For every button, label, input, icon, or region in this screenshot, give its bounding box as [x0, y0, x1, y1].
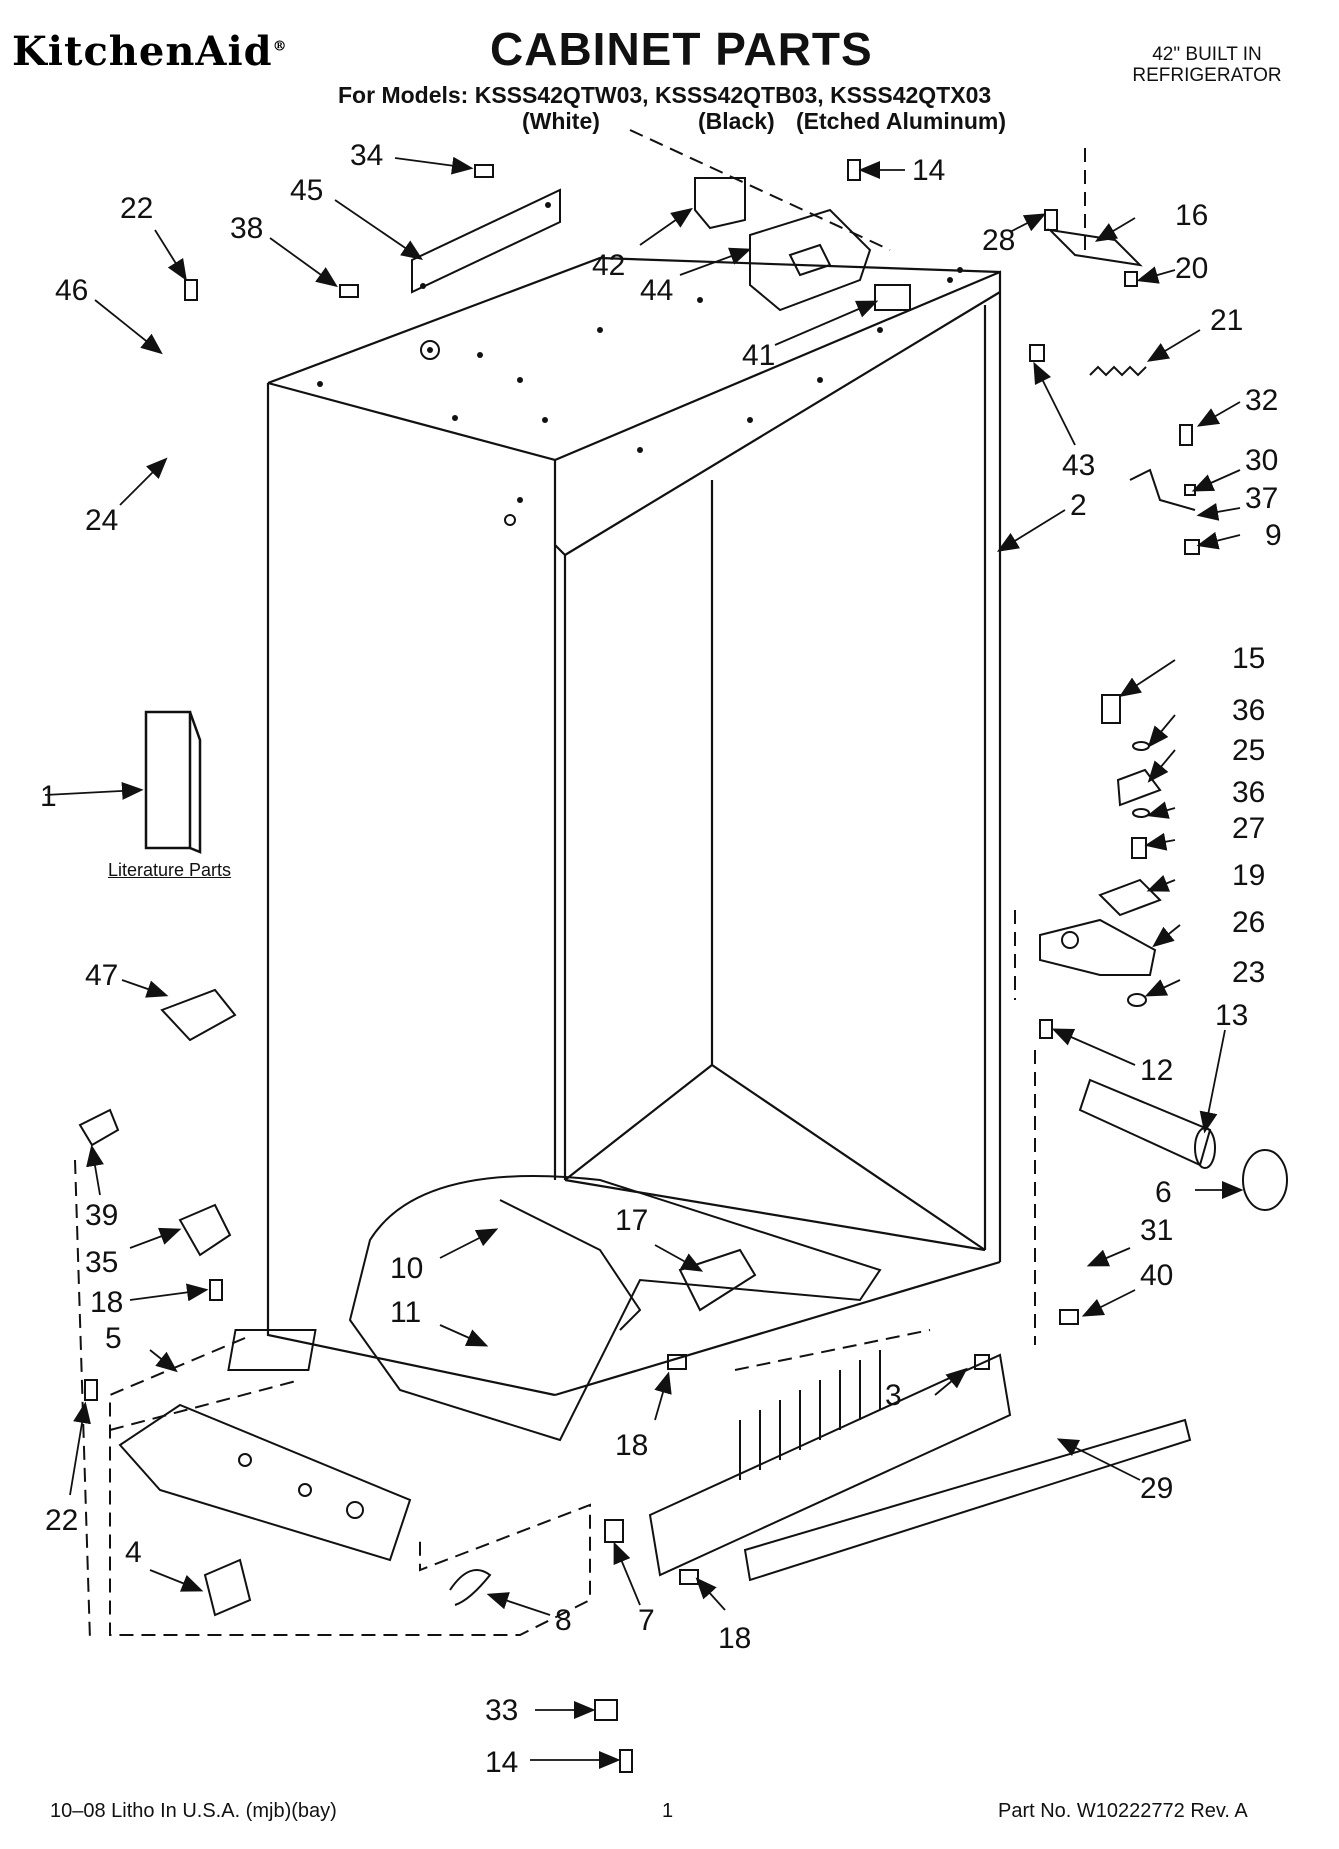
variant-white: (White)	[522, 108, 600, 134]
callout-37: 37	[1245, 482, 1278, 515]
callout-19: 19	[1232, 859, 1265, 892]
callout-30: 30	[1245, 444, 1278, 477]
callout-35: 35	[85, 1246, 118, 1279]
callout-18c: 18	[718, 1622, 751, 1655]
footer-print-info: 10–08 Litho In U.S.A. (mjb)(bay)	[50, 1800, 337, 1822]
callout-13: 13	[1215, 999, 1248, 1032]
hinge-pin-stack	[1098, 694, 1162, 1007]
rail-bracket	[178, 1203, 232, 1257]
literature-pack	[144, 710, 202, 854]
callout-4: 4	[125, 1536, 142, 1569]
models-line: For Models: KSSS42QTW03, KSSS42QTB03, KS…	[338, 82, 992, 108]
callout-2: 2	[1070, 489, 1087, 522]
callout-3: 3	[885, 1379, 902, 1412]
model-type-line2: REFRIGERATOR	[1132, 65, 1282, 86]
callout-40: 40	[1140, 1259, 1173, 1292]
callout-20: 20	[1175, 252, 1208, 285]
control-housing	[694, 177, 746, 230]
brand-logo: KitchenAid®	[12, 28, 288, 75]
water-filter	[1078, 1078, 1288, 1211]
callout-labels: 34 14 45 42 28 16 22 38 44 20 46 41 21 4…	[40, 139, 1282, 1779]
shim-bracket	[1129, 468, 1196, 511]
callout-9: 9	[1265, 519, 1282, 552]
literature-parts-label: Literature Parts	[108, 860, 232, 880]
callout-31: 31	[1140, 1214, 1173, 1247]
callout-23: 23	[1232, 956, 1265, 989]
bottom-hinge	[1039, 918, 1157, 976]
callout-15: 15	[1232, 642, 1265, 675]
leveling-rail	[118, 1403, 412, 1562]
callout-29: 29	[1140, 1472, 1173, 1505]
callout-12: 12	[1140, 1054, 1173, 1087]
callout-47: 47	[85, 959, 118, 992]
callout-36: 36	[1232, 694, 1265, 727]
callout-17: 17	[615, 1204, 648, 1237]
callout-44: 44	[640, 274, 673, 307]
footer-part-number: Part No. W10222772 Rev. A	[998, 1800, 1248, 1822]
callout-39: 39	[85, 1199, 118, 1232]
callout-45: 45	[290, 174, 323, 207]
variant-etched-aluminum: (Etched Aluminum)	[796, 108, 1006, 134]
callout-16: 16	[1175, 199, 1208, 232]
callout-11: 11	[390, 1296, 421, 1329]
bumper	[78, 1108, 120, 1147]
callout-43: 43	[1062, 449, 1095, 482]
callout-34: 34	[350, 139, 383, 172]
callout-25: 25	[1232, 734, 1265, 767]
callout-22: 22	[120, 192, 153, 225]
callout-7: 7	[638, 1604, 655, 1637]
callout-18b: 18	[615, 1429, 648, 1462]
callout-14: 14	[912, 154, 945, 187]
callout-26: 26	[1232, 906, 1265, 939]
callout-22b: 22	[45, 1504, 78, 1537]
wire-clip	[449, 1569, 492, 1606]
cabinet-top-holes	[317, 267, 963, 526]
footer-page-number: 1	[662, 1800, 674, 1822]
hinge-spring	[1089, 365, 1147, 377]
callout-46: 46	[55, 274, 88, 307]
roller	[203, 1558, 252, 1617]
callout-14b: 14	[485, 1746, 518, 1779]
assembly-outlines	[74, 129, 1086, 1641]
callout-8: 8	[555, 1604, 572, 1637]
callout-10: 10	[390, 1252, 423, 1285]
callout-27: 27	[1232, 812, 1265, 845]
model-type-line1: 42" BUILT IN	[1152, 44, 1262, 65]
callout-6: 6	[1155, 1176, 1172, 1209]
water-valve-area	[227, 1175, 882, 1442]
variant-black: (Black)	[698, 108, 775, 134]
callout-41: 41	[742, 339, 775, 372]
callout-28: 28	[982, 224, 1015, 257]
callout-1: 1	[40, 780, 57, 813]
screws	[84, 159, 1200, 1773]
top-panel	[411, 188, 561, 294]
leader-arrows	[44, 156, 1244, 1769]
callout-24: 24	[85, 504, 118, 537]
clip	[160, 988, 237, 1042]
toe-kick	[743, 1418, 1192, 1582]
callout-38: 38	[230, 212, 263, 245]
cabinet-body	[266, 256, 1002, 1397]
callout-32: 32	[1245, 384, 1278, 417]
top-hinge	[1047, 228, 1143, 267]
callout-33: 33	[485, 1694, 518, 1727]
callout-36b: 36	[1232, 776, 1265, 809]
page-title: CABINET PARTS	[490, 23, 873, 75]
base-grille	[648, 1350, 1012, 1577]
connector-part	[874, 284, 911, 311]
callout-5: 5	[105, 1322, 122, 1355]
model-type: 42" BUILT IN REFRIGERATOR	[1112, 44, 1302, 86]
callout-18: 18	[90, 1286, 123, 1319]
callout-21: 21	[1210, 304, 1243, 337]
callout-42: 42	[592, 249, 625, 282]
mounting-bracket	[749, 208, 872, 312]
